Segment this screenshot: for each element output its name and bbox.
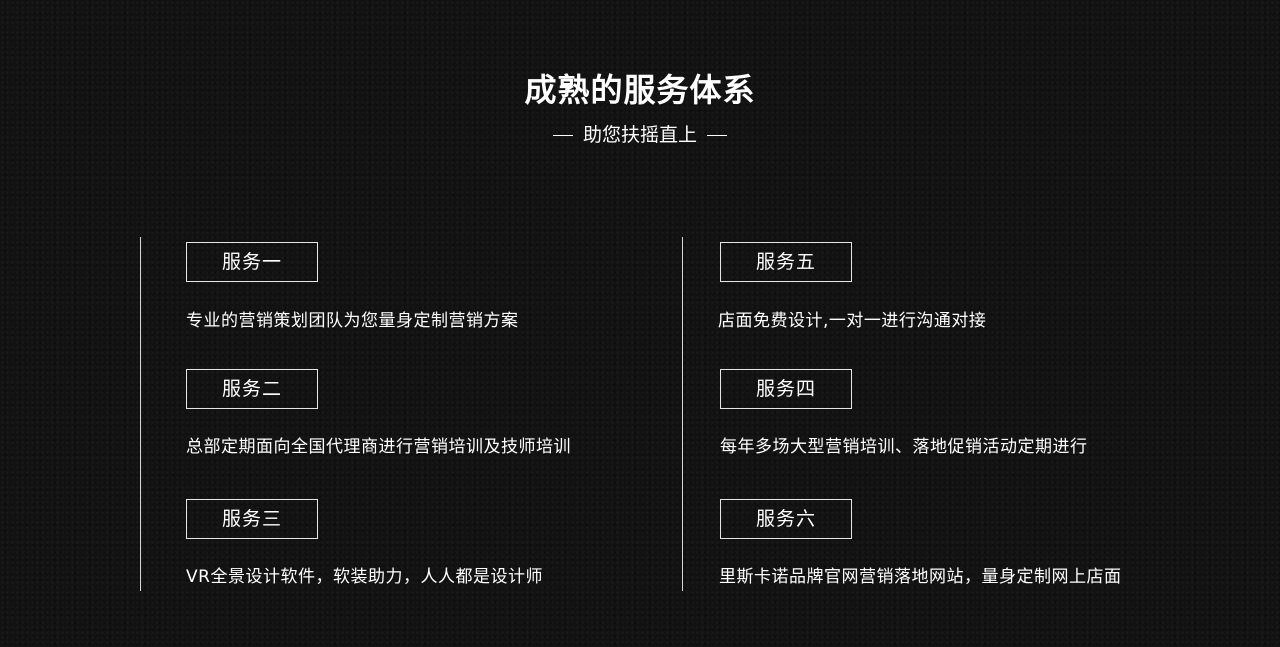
service-4-label: 服务四 bbox=[720, 369, 852, 409]
service-1-label: 服务一 bbox=[186, 242, 318, 282]
service-2-description: 总部定期面向全国代理商进行营销培训及技师培训 bbox=[186, 437, 571, 457]
left-column-divider bbox=[140, 237, 141, 591]
service-5-description: 店面免费设计,一对一进行沟通对接 bbox=[718, 311, 987, 331]
page-title: 成熟的服务体系 bbox=[524, 71, 756, 109]
service-6-description: 里斯卡诺品牌官网营销落地网站，量身定制网上店面 bbox=[719, 567, 1122, 587]
service-6-label: 服务六 bbox=[720, 499, 852, 539]
right-column-divider bbox=[682, 237, 683, 591]
subtitle-dash-left bbox=[552, 134, 573, 136]
service-2-label: 服务二 bbox=[186, 369, 318, 409]
service-5-label: 服务五 bbox=[720, 242, 852, 282]
service-4-description: 每年多场大型营销培训、落地促销活动定期进行 bbox=[720, 437, 1088, 457]
page-subtitle: 助您扶摇直上 bbox=[0, 122, 1280, 148]
subtitle-dash-right bbox=[707, 134, 727, 136]
service-1-description: 专业的营销策划团队为您量身定制营销方案 bbox=[186, 311, 519, 331]
service-3-description: VR全景设计软件，软装助力，人人都是设计师 bbox=[186, 567, 543, 587]
service-3-label: 服务三 bbox=[186, 499, 318, 539]
subtitle-text: 助您扶摇直上 bbox=[582, 124, 697, 146]
